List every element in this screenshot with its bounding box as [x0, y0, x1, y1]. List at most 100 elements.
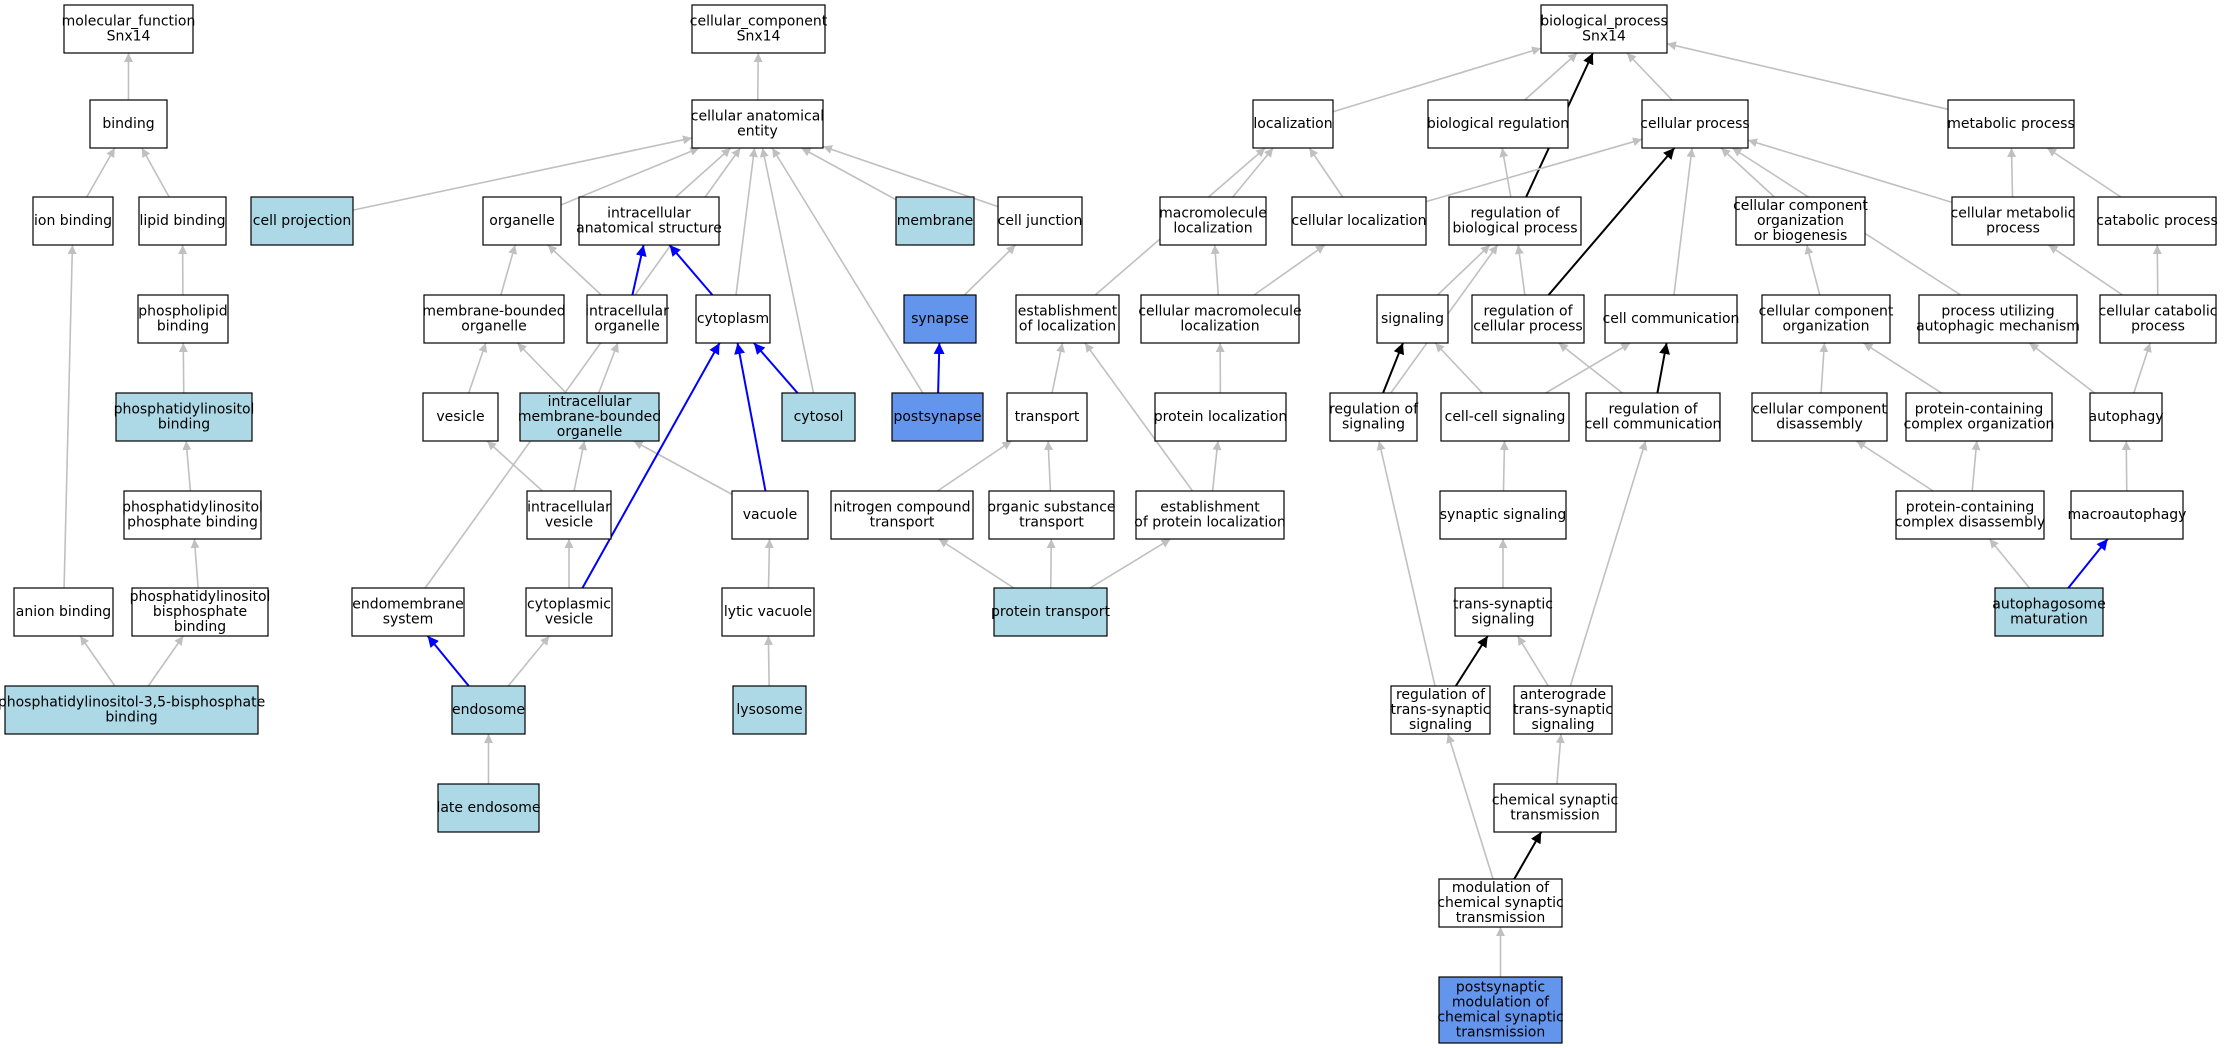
- node-anionb[interactable]: anion binding: [13, 587, 114, 637]
- node-box[interactable]: [732, 685, 807, 735]
- node-cytoplasm[interactable]: cytoplasm: [695, 294, 771, 344]
- node-binding[interactable]: binding: [89, 99, 168, 149]
- node-lateend[interactable]: late endosome: [436, 783, 541, 833]
- node-box[interactable]: [781, 392, 856, 442]
- node-box[interactable]: [1454, 587, 1552, 637]
- node-box[interactable]: [903, 294, 977, 344]
- node-signaling[interactable]: signaling: [1376, 294, 1449, 344]
- node-box[interactable]: [422, 392, 499, 442]
- node-box[interactable]: [830, 490, 974, 540]
- node-box[interactable]: [482, 196, 562, 246]
- node-box[interactable]: [115, 392, 253, 442]
- node-box[interactable]: [138, 196, 227, 246]
- node-box[interactable]: [2070, 490, 2184, 540]
- node-box[interactable]: [1918, 294, 2078, 344]
- node-box[interactable]: [1761, 294, 1891, 344]
- node-box[interactable]: [131, 587, 269, 637]
- node-box[interactable]: [1252, 99, 1334, 149]
- node-macroaut[interactable]: macroautophagy: [2068, 490, 2187, 540]
- node-box[interactable]: [891, 392, 984, 442]
- node-box[interactable]: [1947, 99, 2075, 149]
- node-box[interactable]: [137, 294, 229, 344]
- node-autophagy[interactable]: autophagy: [2088, 392, 2164, 442]
- node-cellproj[interactable]: cell projection: [250, 196, 354, 246]
- node-box[interactable]: [1751, 392, 1888, 442]
- node-cellloc[interactable]: cellular localization: [1291, 196, 1427, 246]
- node-box[interactable]: [1329, 392, 1418, 442]
- node-ionb[interactable]: ion binding: [32, 196, 114, 246]
- node-catab[interactable]: catabolic process: [2096, 196, 2218, 246]
- node-box[interactable]: [895, 196, 975, 246]
- node-box[interactable]: [13, 587, 114, 637]
- node-box[interactable]: [2097, 196, 2217, 246]
- node-lysosome[interactable]: lysosome: [732, 685, 807, 735]
- node-box[interactable]: [1140, 294, 1300, 344]
- node-box[interactable]: [63, 4, 194, 54]
- node-box[interactable]: [1439, 490, 1567, 540]
- node-vacuole[interactable]: vacuole: [731, 490, 809, 540]
- node-box[interactable]: [1951, 196, 2075, 246]
- node-box[interactable]: [1154, 392, 1287, 442]
- node-box[interactable]: [731, 490, 809, 540]
- node-box[interactable]: [1540, 4, 1668, 54]
- node-box[interactable]: [437, 783, 540, 833]
- node-box[interactable]: [1735, 196, 1866, 246]
- node-cellproc[interactable]: cellular process: [1640, 99, 1750, 149]
- node-transport[interactable]: transport: [1006, 392, 1088, 442]
- node-organelle[interactable]: organelle: [482, 196, 562, 246]
- node-bioreg[interactable]: biological regulation: [1427, 99, 1569, 149]
- node-vesicle[interactable]: vesicle: [422, 392, 499, 442]
- node-box[interactable]: [1585, 392, 1721, 442]
- node-box[interactable]: [519, 392, 660, 442]
- node-box[interactable]: [586, 294, 668, 344]
- node-box[interactable]: [351, 587, 465, 637]
- node-box[interactable]: [993, 587, 1108, 637]
- node-synsig[interactable]: synaptic signaling: [1439, 490, 1567, 540]
- node-box[interactable]: [32, 196, 114, 246]
- node-membrane[interactable]: membrane: [895, 196, 975, 246]
- node-box[interactable]: [2089, 392, 2163, 442]
- node-box[interactable]: [1438, 878, 1563, 928]
- node-box[interactable]: [721, 587, 815, 637]
- node-box[interactable]: [1440, 392, 1570, 442]
- node-box[interactable]: [526, 490, 612, 540]
- node-box[interactable]: [578, 196, 720, 246]
- node-box[interactable]: [695, 294, 771, 344]
- node-box[interactable]: [1641, 99, 1749, 149]
- node-box[interactable]: [691, 99, 824, 149]
- node-ccsig[interactable]: cell-cell signaling: [1440, 392, 1570, 442]
- node-box[interactable]: [1135, 490, 1285, 540]
- node-protloc[interactable]: protein localization: [1154, 392, 1287, 442]
- node-postsynapse[interactable]: postsynapse: [891, 392, 984, 442]
- node-prottrans[interactable]: protein transport: [991, 587, 1110, 637]
